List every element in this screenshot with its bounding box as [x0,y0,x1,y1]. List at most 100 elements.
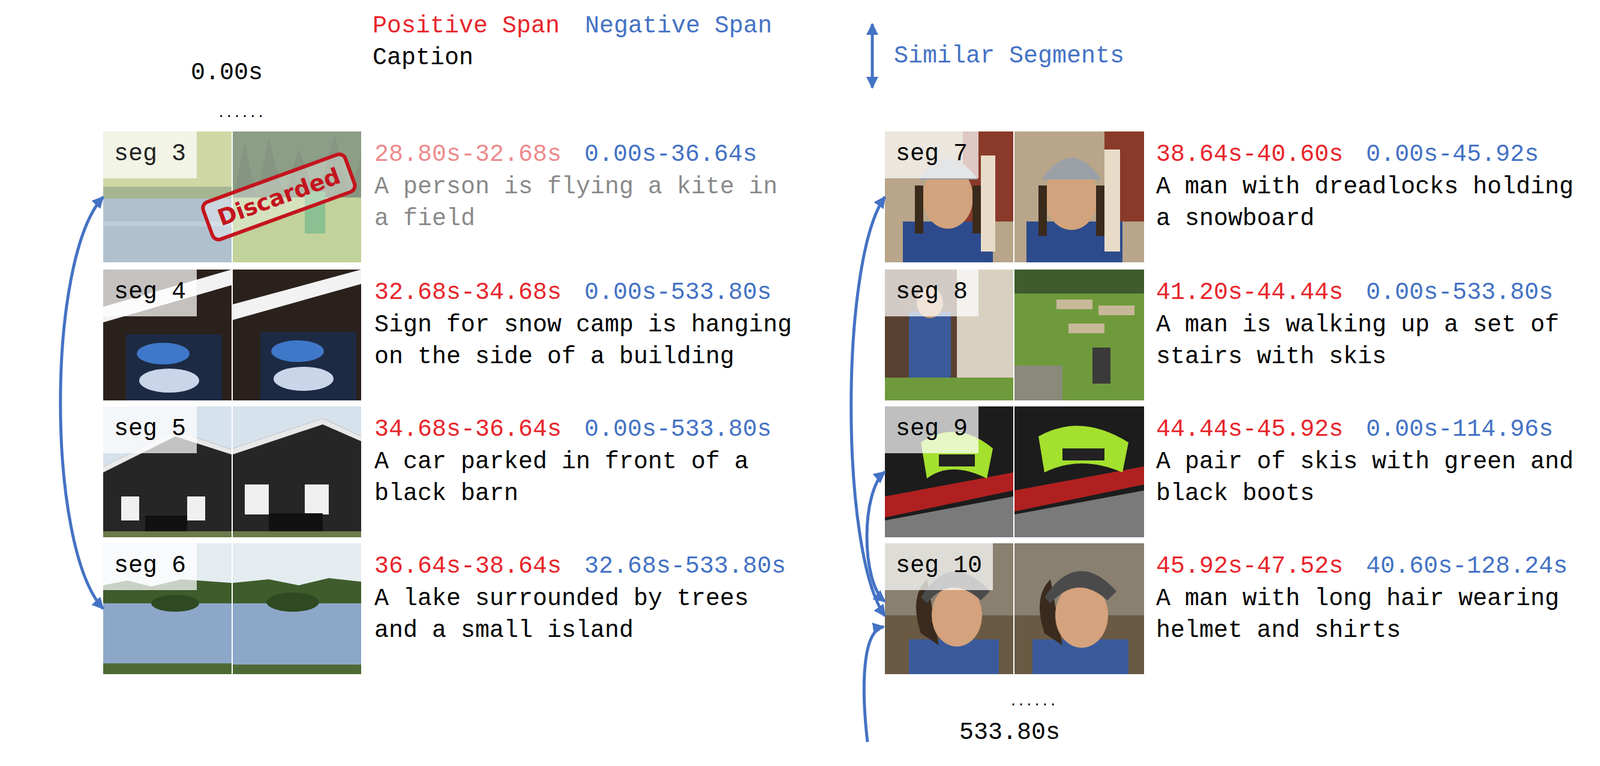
caption-text: Sign for snow camp is hanging on the sid… [374,308,801,373]
illustration-shape [1098,305,1135,315]
thumbnail [103,406,232,537]
thumbnail [103,131,232,263]
positive-span: 41.20s-44.44s [1156,278,1344,306]
segment-label: seg 9 [884,406,979,453]
thumbnail [884,406,1014,537]
illustration-shape [914,185,924,234]
illustration-shape [232,418,362,455]
time-label: 0.00s [190,58,263,88]
illustration-shape [121,496,140,521]
thumbnail [103,542,232,674]
illustration-shape [884,131,1014,263]
illustration-shape [1038,425,1129,473]
segment-node: seg 1045.92s-47.52s40.60s-128.24sA man w… [884,542,1583,674]
segment-node: seg 534.68s-36.64s0.00s-533.80sA car par… [103,406,801,537]
illustration-shape [139,368,200,393]
illustration-shape [271,340,324,362]
illustration-shape [884,269,1014,401]
thumbnail [1014,131,1145,263]
illustration-shape [103,269,232,323]
illustration-shape [232,418,362,537]
illustration-shape [1068,323,1105,333]
ellipsis-label: ...... [1009,694,1057,710]
legend-entry: Caption [372,43,474,73]
legend-entry: Positive Span [372,11,560,41]
illustration-shape [232,602,362,674]
illustration-shape [260,331,357,401]
segment-node: seg 738.64s-40.60s0.00s-45.92sA man with… [884,131,1583,263]
similar-icon [871,23,875,88]
illustration-shape [1014,269,1145,294]
thumbnail [103,269,232,401]
segment-node: seg 328.80s-32.68s0.00s-36.64sA person i… [103,131,801,263]
negative-span: 0.00s-114.96s [1366,415,1554,443]
illustration-shape [273,366,334,391]
illustration-shape [125,334,222,401]
time-label: 533.80s [959,718,1061,747]
caption-text: A lake surrounded by trees and a small i… [374,582,801,647]
illustration-shape [884,496,1014,537]
illustration-shape [1041,157,1102,180]
thumbnail [232,269,362,401]
positive-span: 32.68s-34.68s [374,278,562,306]
segment-node: seg 4 32.68s-34.68s0.00s-533.80sSign for … [103,269,801,401]
thumbnail [232,542,362,674]
segment-label: seg 3 [103,131,197,179]
caption-text: A car parked in front of a black barn [374,445,801,510]
caption-text: A pair of skis with green and black boot… [1156,445,1583,510]
legend-text: Caption [372,44,474,72]
illustration-shape [304,484,329,515]
legend-entry: Negative Span [584,11,773,41]
illustration-shape [151,594,200,612]
discarded-stamp: Discarded [198,149,359,244]
positive-span: 38.64s-40.60s [1156,140,1344,168]
illustration-shape [103,406,232,537]
thumbnail [232,406,362,537]
illustration-shape [145,515,188,533]
legend-swatch: Caption [372,44,474,72]
illustration-shape [232,664,362,674]
similar-connector [866,471,885,602]
similar-connector [851,196,885,616]
illustration-shape [972,185,981,234]
illustration-shape [103,269,232,401]
segment-label: seg 6 [103,542,197,590]
legend-entry: Similar Segments [893,41,1125,71]
legend-swatch: Positive Span [372,12,560,40]
positive-span: 34.68s-36.64s [374,415,562,443]
span-line: 32.68s-34.68s0.00s-533.80s [374,276,772,309]
thumbnail [884,131,1014,263]
segment-node: seg 944.44s-45.92s0.00s-114.96sA pair of… [884,406,1583,537]
legend-text: Positive Span [372,12,560,40]
illustration-shape [232,406,362,537]
ellipsis-label: ...... [217,106,265,122]
illustration-shape [908,311,951,378]
illustration-shape [884,542,1014,674]
illustration-shape [884,377,1014,401]
caption-text: A man with long hair wearing helmet and … [1156,582,1583,647]
similar-connector [60,196,104,609]
legend-text: Negative Span [584,12,773,40]
segment-node: seg 636.64s-38.64s32.68s-533.80sA lake s… [103,542,801,674]
illustration-shape [268,512,323,533]
illustration-shape [232,269,362,401]
negative-span: 0.00s-36.64s [584,140,758,168]
illustration-shape [103,662,232,674]
illustration-shape [1014,269,1145,401]
illustration-shape [1092,347,1111,384]
legend-text: Similar Segments [893,42,1125,70]
segment-node: seg 841.20s-44.44s0.00s-533.80sA man is … [884,269,1583,401]
illustration-shape [1014,365,1063,401]
thumbnail [1014,542,1145,674]
negative-span: 0.00s-45.92s [1366,140,1539,168]
illustration-shape [980,155,996,252]
negative-span: 40.60s-128.24s [1366,552,1568,580]
illustration-shape [938,454,975,467]
thumbnail [1014,406,1145,537]
segment-label: seg 4 [103,269,197,317]
span-line: 41.20s-44.44s0.00s-533.80s [1156,276,1554,309]
segment-label: seg 8 [884,269,979,317]
thumbnail [884,269,1014,401]
